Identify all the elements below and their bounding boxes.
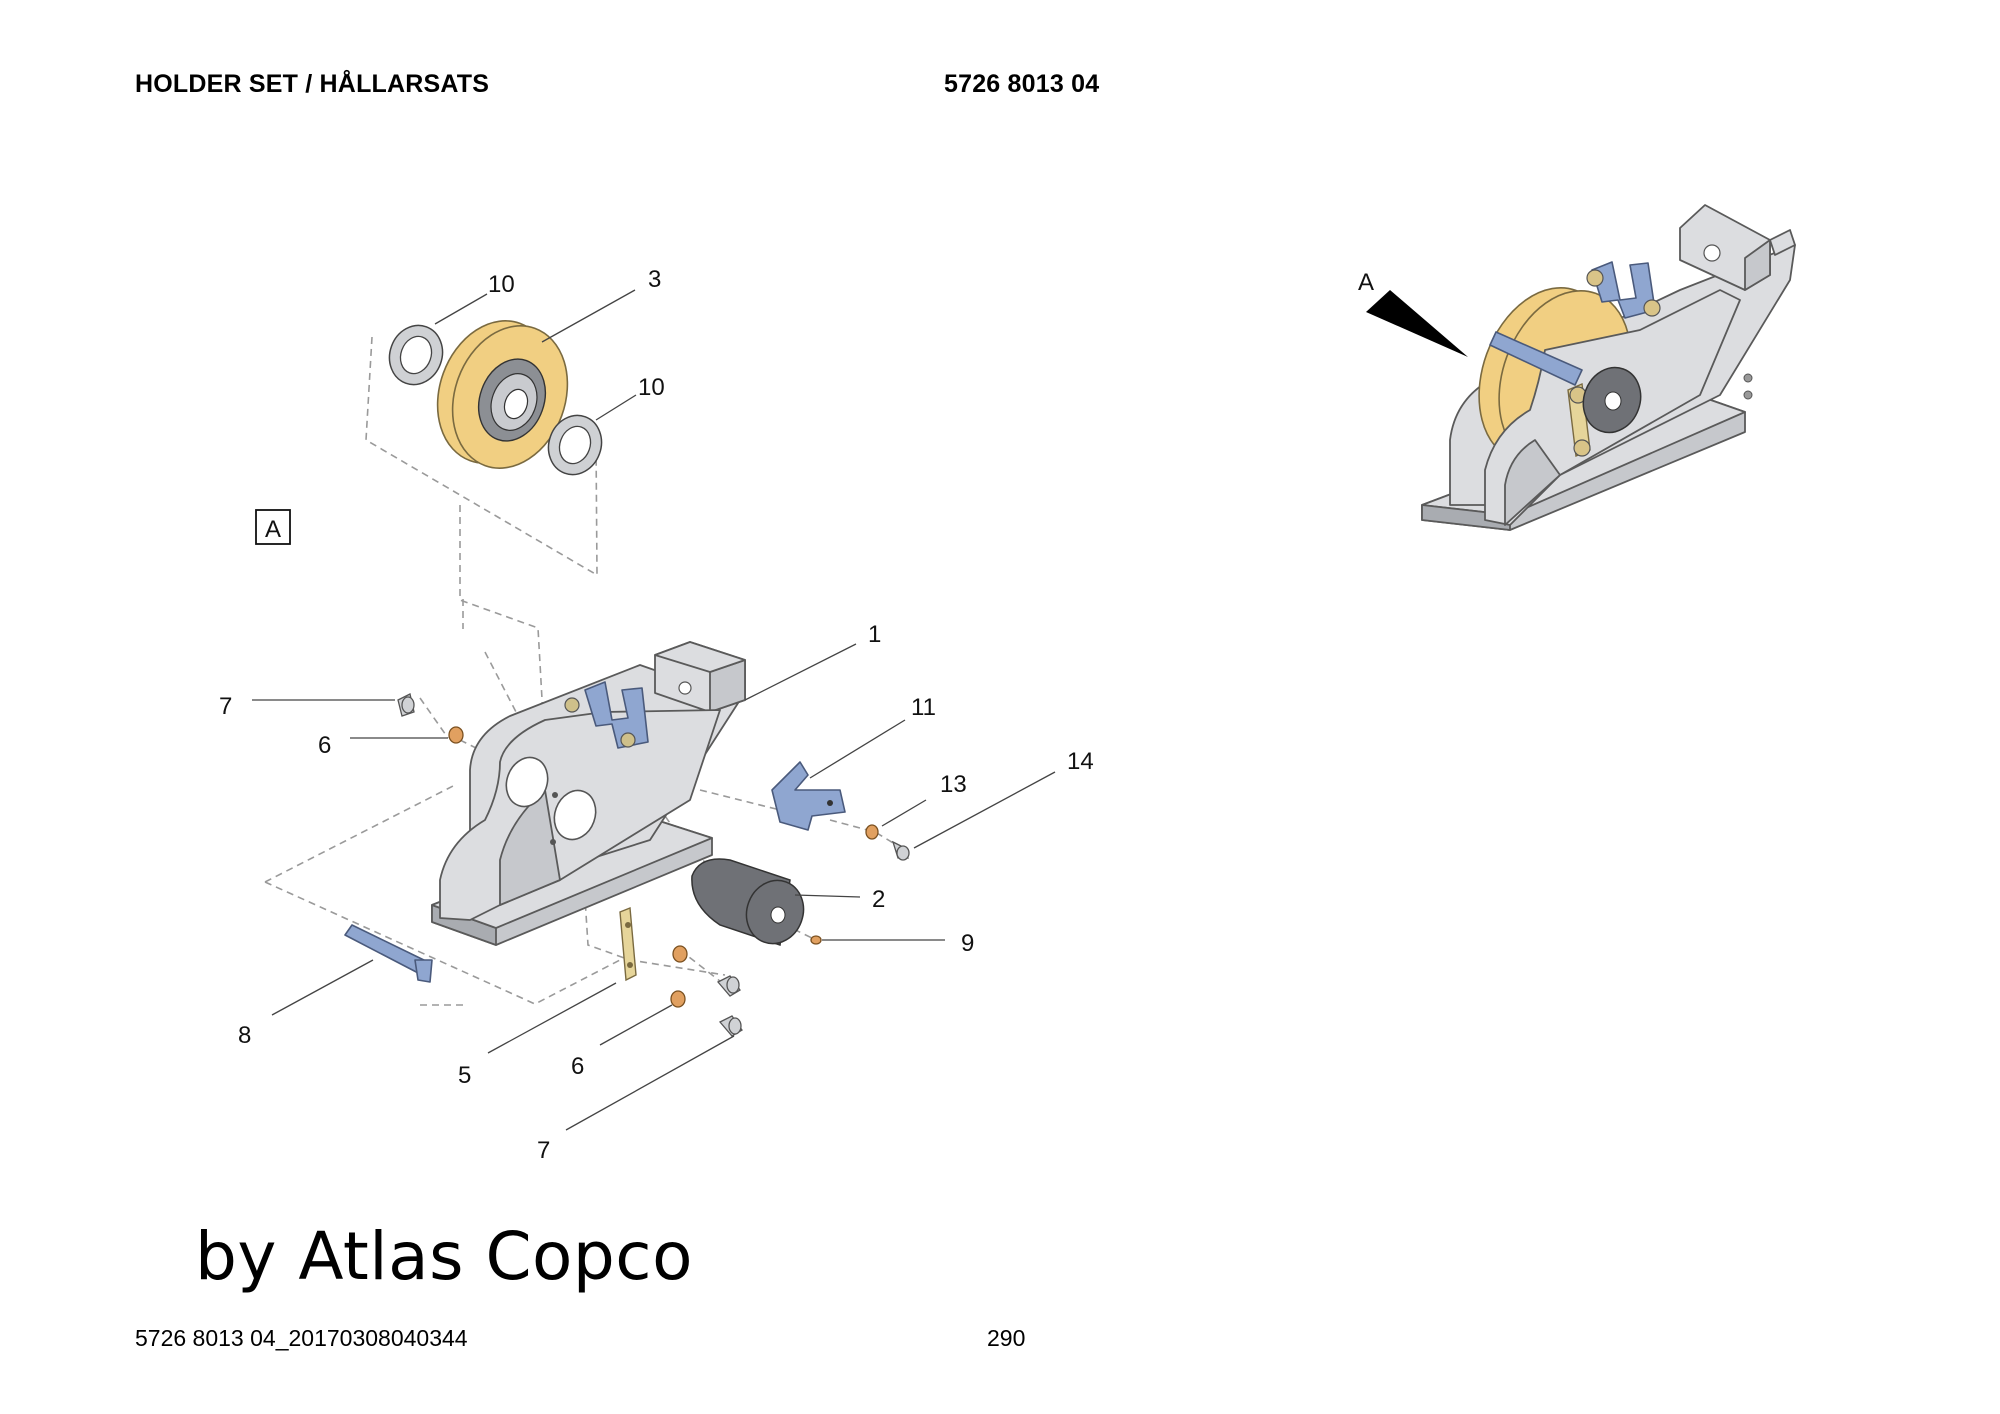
washer-13 (865, 824, 879, 840)
guide-wheel-3 (436, 320, 569, 469)
bolt-14 (891, 840, 910, 861)
bolt-7-lower-a (716, 975, 741, 997)
detail-box-label: A (265, 516, 281, 543)
callout-numbers: 10 3 10 1 7 6 11 13 14 2 9 8 5 6 7 (219, 266, 1094, 1164)
footer-document-id: 5726 8013 04_20170308040344 (135, 1325, 468, 1351)
washer-6-lower-a (672, 945, 688, 963)
callout-14: 14 (1067, 748, 1094, 775)
callout-7-upper: 7 (219, 693, 232, 720)
lock-plate-5 (619, 907, 637, 982)
view-arrow (1366, 290, 1468, 357)
holder-housing-1 (431, 641, 746, 946)
leader-lines (252, 289, 1056, 1131)
bracket-11 (771, 761, 846, 831)
bolt-7-lower-b (718, 1015, 743, 1037)
washer-10-right (547, 414, 603, 476)
footer-page-number: 290 (987, 1325, 1026, 1351)
callout-7-lower: 7 (537, 1137, 550, 1164)
washer-6-upper (448, 726, 464, 744)
grub-screw-9 (810, 935, 822, 945)
callout-3: 3 (648, 266, 661, 293)
callout-13: 13 (940, 771, 967, 798)
watermark-text: by Atlas Copco (195, 1218, 693, 1295)
page-title: HOLDER SET / HÅLLARSATS (135, 70, 490, 98)
lock-key-8 (344, 924, 433, 983)
washer-10-left (388, 324, 444, 386)
callout-6-lower: 6 (571, 1053, 584, 1080)
callout-6-upper: 6 (318, 732, 331, 759)
callout-2: 2 (872, 886, 885, 913)
callout-5: 5 (458, 1062, 471, 1089)
callout-11: 11 (911, 694, 936, 721)
shaft-2 (691, 858, 805, 946)
callout-8: 8 (238, 1022, 251, 1049)
washer-6-lower-b (670, 990, 686, 1008)
view-arrow-label: A (1358, 269, 1374, 296)
detail-view-box: A (255, 509, 291, 545)
part-number: 5726 8013 04 (944, 70, 1100, 98)
bolt-7-upper (397, 693, 415, 717)
callout-9: 9 (961, 930, 974, 957)
callout-10-left: 10 (488, 271, 515, 298)
callout-1: 1 (868, 621, 881, 648)
assembled-view: A (1358, 204, 1796, 531)
callout-10-right: 10 (638, 374, 665, 401)
